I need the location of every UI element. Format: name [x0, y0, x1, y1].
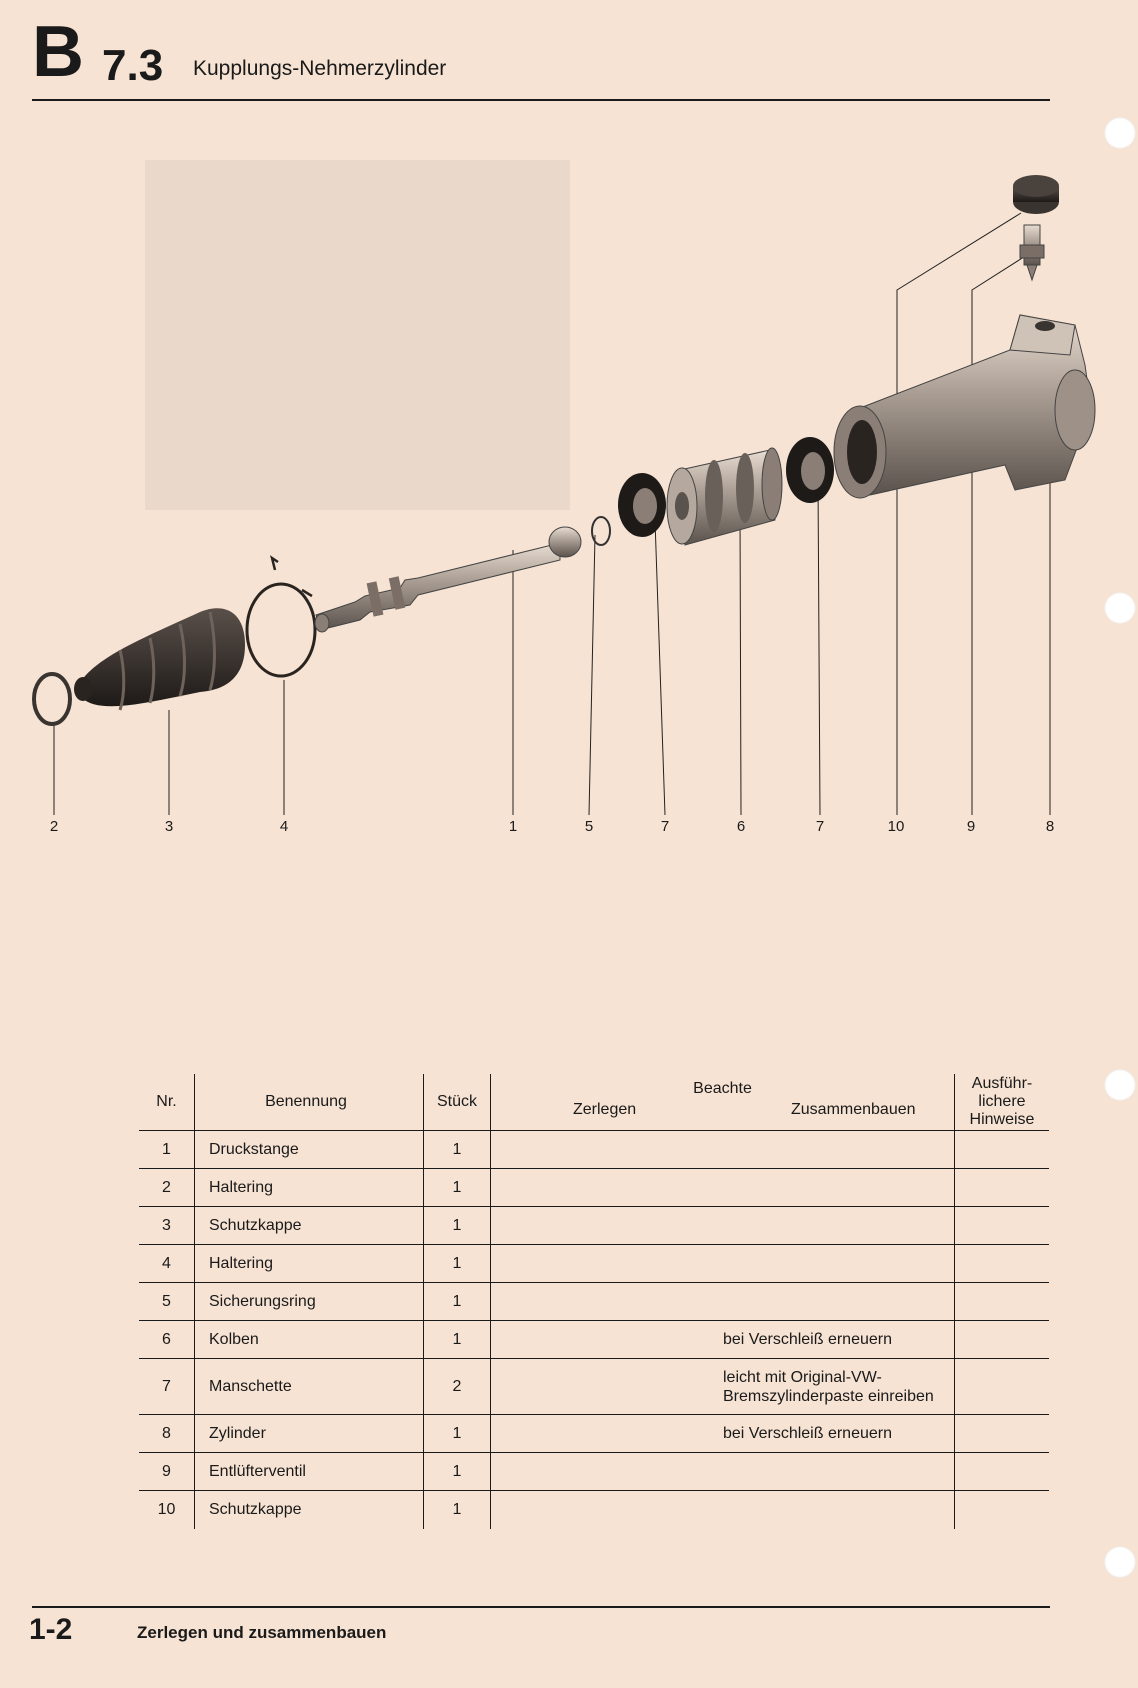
- exploded-view-diagram: 2 3 4 1 5 7 6 7 10 9 8: [0, 150, 1138, 1170]
- part-9-entlueftervantil: [1019, 224, 1045, 282]
- part-5-sicherungsring: [591, 516, 611, 546]
- page-number: 1-2: [29, 1613, 73, 1646]
- callout-label: 8: [1045, 818, 1055, 835]
- callout-label: 9: [966, 818, 976, 835]
- header-rule: [32, 99, 1050, 101]
- col-header-qty: Stück: [423, 1074, 491, 1131]
- table-row: 2 Haltering 1: [139, 1168, 1049, 1207]
- col-header-name: Benennung: [194, 1074, 424, 1131]
- table-row: 9 Entlüfterventil 1: [139, 1452, 1049, 1491]
- page-title: Kupplungs-Nehmerzylinder: [193, 57, 447, 80]
- table-row: 10 Schutzkappe 1: [139, 1490, 1049, 1529]
- part-8-zylinder: [833, 314, 1096, 499]
- table-row: 6 Kolben 1 bei Verschleiß erneuern: [139, 1320, 1049, 1359]
- table-row: 7 Manschette 2 leicht mit Original-VW- B…: [139, 1358, 1049, 1415]
- part-1-druckstange: [314, 526, 582, 633]
- section-number: 7.3: [102, 41, 164, 90]
- callout-label: 1: [508, 818, 518, 835]
- col-header-hints: Ausführ- lichere Hinweise: [954, 1074, 1049, 1131]
- part-4-haltering: [245, 555, 317, 678]
- col-header-beachte: Beachte Zerlegen Zusammenbauen: [490, 1074, 955, 1131]
- part-10-schutzkappe: [1013, 175, 1059, 214]
- part-3-schutzkappe: [74, 608, 245, 711]
- leader-lines: [53, 212, 1051, 816]
- callout-label: 3: [164, 818, 174, 835]
- zerlegen-label: Zerlegen: [573, 1101, 637, 1118]
- callout-label: 7: [815, 818, 825, 835]
- punch-hole-3: [1104, 1069, 1136, 1101]
- footer-rule: [32, 1606, 1050, 1608]
- table-row: 4 Haltering 1: [139, 1244, 1049, 1283]
- part-7-manschette-2: [786, 437, 834, 503]
- callout-label: 10: [887, 818, 905, 835]
- table-header-row: Nr. Benennung Stück Beachte Zerlegen Zus…: [139, 1074, 1049, 1131]
- callout-label: 4: [279, 818, 289, 835]
- table-row: 3 Schutzkappe 1: [139, 1206, 1049, 1245]
- punch-hole-4: [1104, 1546, 1136, 1578]
- beachte-label: Beachte: [693, 1080, 752, 1097]
- callout-label: 5: [584, 818, 594, 835]
- col-header-nr: Nr.: [139, 1074, 195, 1131]
- table-row: 1 Druckstange 1: [139, 1130, 1049, 1169]
- table-row: 8 Zylinder 1 bei Verschleiß erneuern: [139, 1414, 1049, 1453]
- punch-hole-1: [1104, 117, 1136, 149]
- footer-title: Zerlegen und zusammenbauen: [137, 1623, 387, 1642]
- part-2-haltering: [32, 672, 72, 726]
- part-6-kolben: [666, 447, 783, 546]
- callout-label: 2: [49, 818, 59, 835]
- section-letter: B: [32, 12, 84, 92]
- parts-table: Nr. Benennung Stück Beachte Zerlegen Zus…: [139, 1074, 1049, 1529]
- exploded-view-drawing: [32, 160, 1096, 1170]
- part-7-manschette: [618, 473, 666, 537]
- callout-label: 6: [736, 818, 746, 835]
- callout-label: 7: [660, 818, 670, 835]
- page-header: B 7.3 Kupplungs-Nehmerzylinder: [32, 14, 1047, 100]
- punch-hole-2: [1104, 592, 1136, 624]
- table-row: 5 Sicherungsring 1: [139, 1282, 1049, 1321]
- zusammenbauen-label: Zusammenbauen: [791, 1101, 916, 1118]
